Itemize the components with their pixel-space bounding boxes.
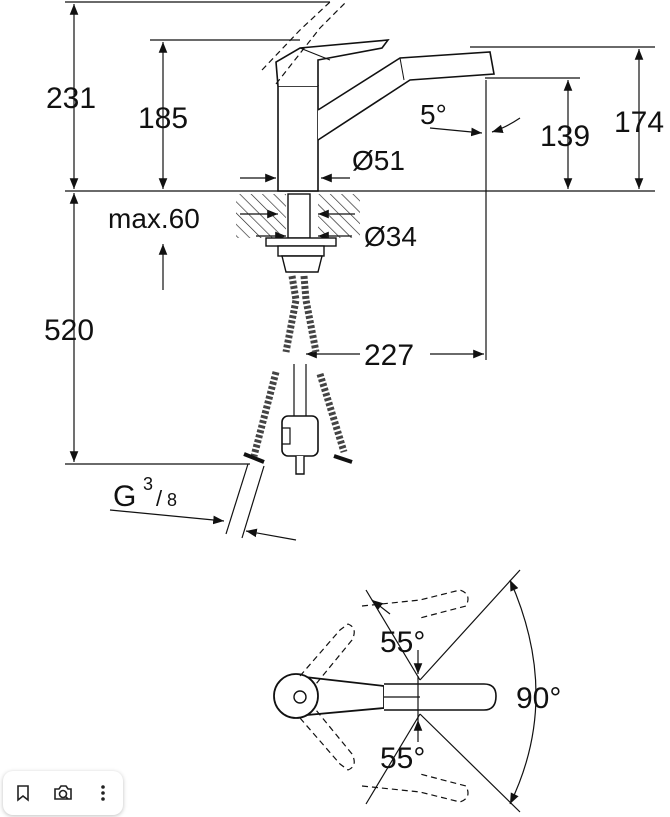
dim-angle-lower: 55° — [380, 742, 425, 775]
top-view — [273, 569, 537, 813]
thread-numerator: 3 — [143, 474, 153, 494]
dim-total-height: 231 — [46, 82, 96, 115]
dim-angle-upper: 55° — [380, 626, 425, 659]
dim-max-thickness: max.60 — [108, 203, 200, 234]
dim-thread: G 3 / 8 — [113, 474, 177, 513]
dim-lever-height: 185 — [138, 102, 188, 135]
side-view — [65, 1, 655, 541]
top-view-labels: 55° 55° 90° — [380, 626, 561, 775]
dim-hole-diameter: Ø34 — [364, 221, 417, 252]
dim-angle-total: 90° — [516, 682, 561, 715]
dim-outlet-height: 139 — [540, 120, 590, 153]
camera-search-icon — [54, 785, 72, 800]
svg-text:/: / — [156, 486, 163, 511]
thread-denominator: 8 — [167, 490, 177, 510]
dim-body-diameter: Ø51 — [352, 145, 405, 176]
visual-search-button[interactable] — [48, 778, 78, 808]
image-toolbar — [3, 771, 123, 815]
side-view-labels: 231 185 174 139 5° Ø51 max.60 Ø34 520 22… — [44, 82, 664, 513]
dim-spout-angle: 5° — [420, 99, 447, 130]
dim-hose-length: 520 — [44, 314, 94, 347]
bookmark-button[interactable] — [8, 778, 38, 808]
thread-main: G — [113, 480, 136, 513]
dim-spout-height: 174 — [614, 106, 664, 139]
more-vertical-icon — [101, 785, 105, 801]
more-options-button[interactable] — [88, 778, 118, 808]
bookmark-icon — [17, 785, 29, 802]
dim-reach: 227 — [364, 339, 414, 372]
